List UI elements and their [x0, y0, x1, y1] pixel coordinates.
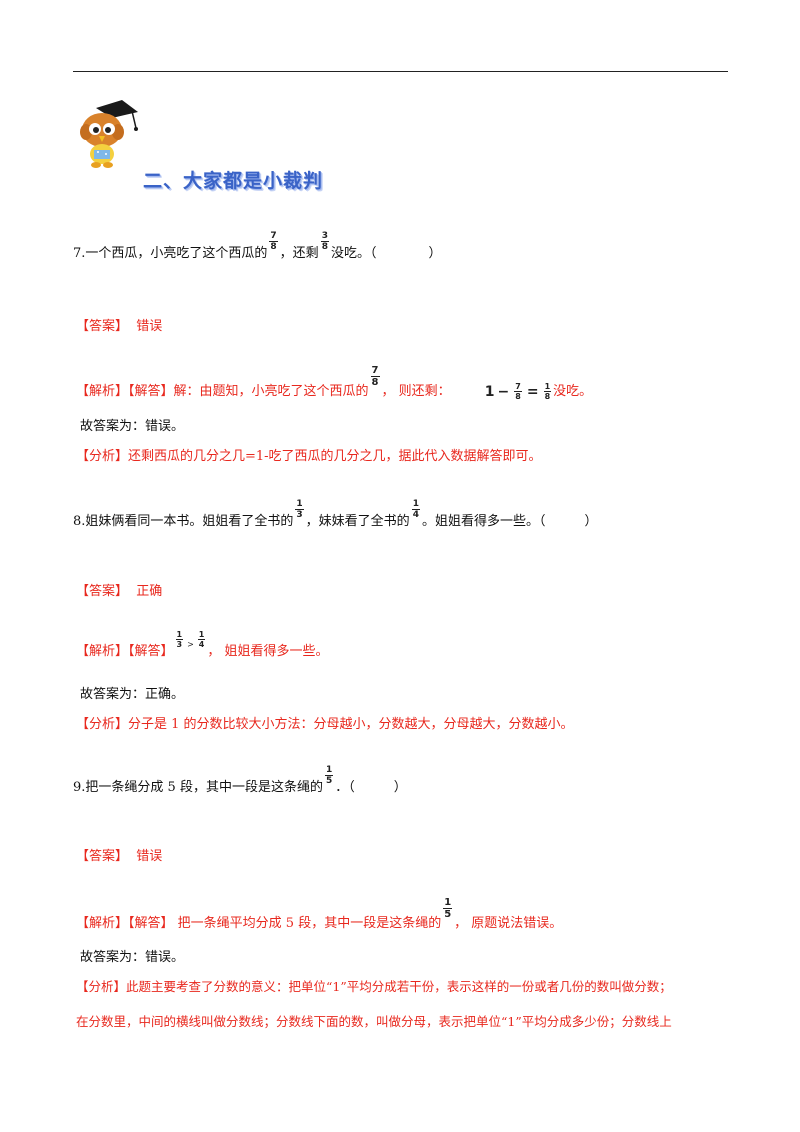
q9-text-2: ．（ ） [335, 780, 407, 795]
q9-text-1: 9.把一条绳分成 5 段，其中一段是这条绳的 [73, 780, 323, 795]
q8-conclusion: 故答案为：正确。 [80, 687, 185, 702]
q7-fenxi: 【分析】还剩西瓜的几分之几=1-吃了西瓜的几分之几，据此代入数据解答即可。 [76, 449, 542, 464]
q7-answer: 【答案】 错误 [76, 315, 162, 334]
compare-operator: > [187, 640, 194, 649]
q9-fenxi-line-2: 在分数里，中间的横线叫做分数线；分数线下面的数，叫做分母，表示把单位“1”平均分… [76, 1014, 672, 1029]
q9-conclusion: 故答案为：错误。 [80, 950, 185, 965]
q8-text-3: 。姐姐看得多一些。（ ） [421, 514, 598, 529]
q8-text-2: ，妹妹看了全书的 [305, 514, 410, 529]
q9-fenxi-line-1: 【分析】此题主要考查了分数的意义：把单位“1”平均分成若干份，表示这样的一份或者… [76, 979, 672, 994]
analysis-tag: 【解析】【解答】 [76, 644, 174, 659]
answer-value: 正确 [136, 584, 163, 599]
q8-fenxi: 【分析】分子是 1 的分数比较大小方法：分母越小，分数越大，分母越大，分数越小。 [76, 717, 574, 732]
analysis-tag: 【解析】【解答】 [76, 916, 174, 931]
analysis-text-2: ， 则还剩： [381, 384, 451, 399]
q7-text-3: 没吃。（ ） [330, 246, 442, 261]
q8-answer: 【答案】 正确 [76, 580, 162, 599]
answer-tag: 【答案】 [76, 849, 129, 864]
analysis-text-1: 把一条绳平均分成 5 段，其中一段是这条绳的 [177, 916, 442, 931]
q9-answer: 【答案】 错误 [76, 845, 162, 864]
analysis-tag: 【解析】【解答】 [76, 384, 174, 399]
header-rule [73, 71, 728, 72]
answer-tag: 【答案】 [76, 584, 129, 599]
answer-tag: 【答案】 [76, 319, 129, 334]
q7-text-1: 7.一个西瓜，小亮吃了这个西瓜的 [73, 246, 268, 261]
section-title: 二、大家都是小裁判 [143, 170, 324, 192]
analysis-text-1: ， 姐姐看得多一些。 [207, 644, 329, 659]
q7-text-2: ，还剩 [279, 246, 319, 261]
answer-value: 错误 [136, 849, 163, 864]
owl-mascot-icon [80, 100, 138, 168]
q7-conclusion: 故答案为：错误。 [80, 419, 185, 434]
analysis-text-2: ， 原题说法错误。 [454, 916, 563, 931]
answer-value: 错误 [136, 319, 163, 334]
analysis-text-1: 解：由题知，小亮吃了这个西瓜的 [173, 384, 369, 399]
q8-text-1: 8.姐妹俩看同一本书。姐姐看了全书的 [73, 514, 294, 529]
analysis-text-3: 没吃。 [553, 384, 593, 399]
